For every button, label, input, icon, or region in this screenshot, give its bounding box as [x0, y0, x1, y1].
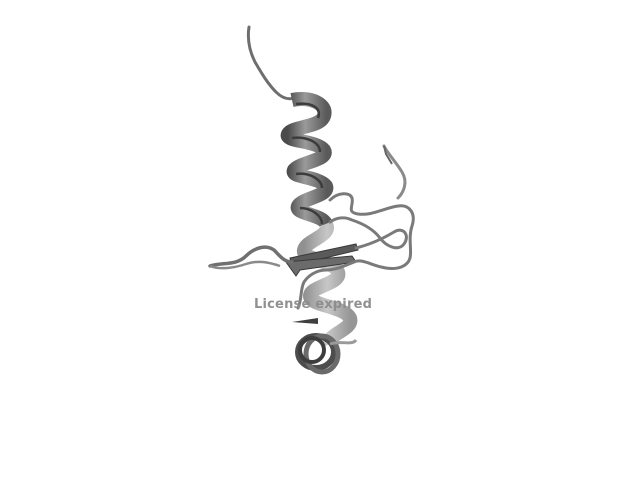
- watermark-label: License expired: [254, 297, 373, 312]
- beta-strand-lower: [285, 255, 357, 277]
- alpha-helix-lower: [297, 220, 358, 347]
- coil-upper-right: [328, 192, 415, 260]
- coil-right-loop: [328, 216, 408, 250]
- coil-top-right-tail: [382, 144, 407, 200]
- helix-end-turns: [295, 333, 358, 375]
- beta-strand-small: [292, 318, 318, 324]
- coil-left: [208, 245, 294, 268]
- coil-c-terminus: [296, 256, 412, 310]
- coil-n-terminus: [246, 25, 296, 101]
- alpha-helix-upper: [280, 92, 334, 229]
